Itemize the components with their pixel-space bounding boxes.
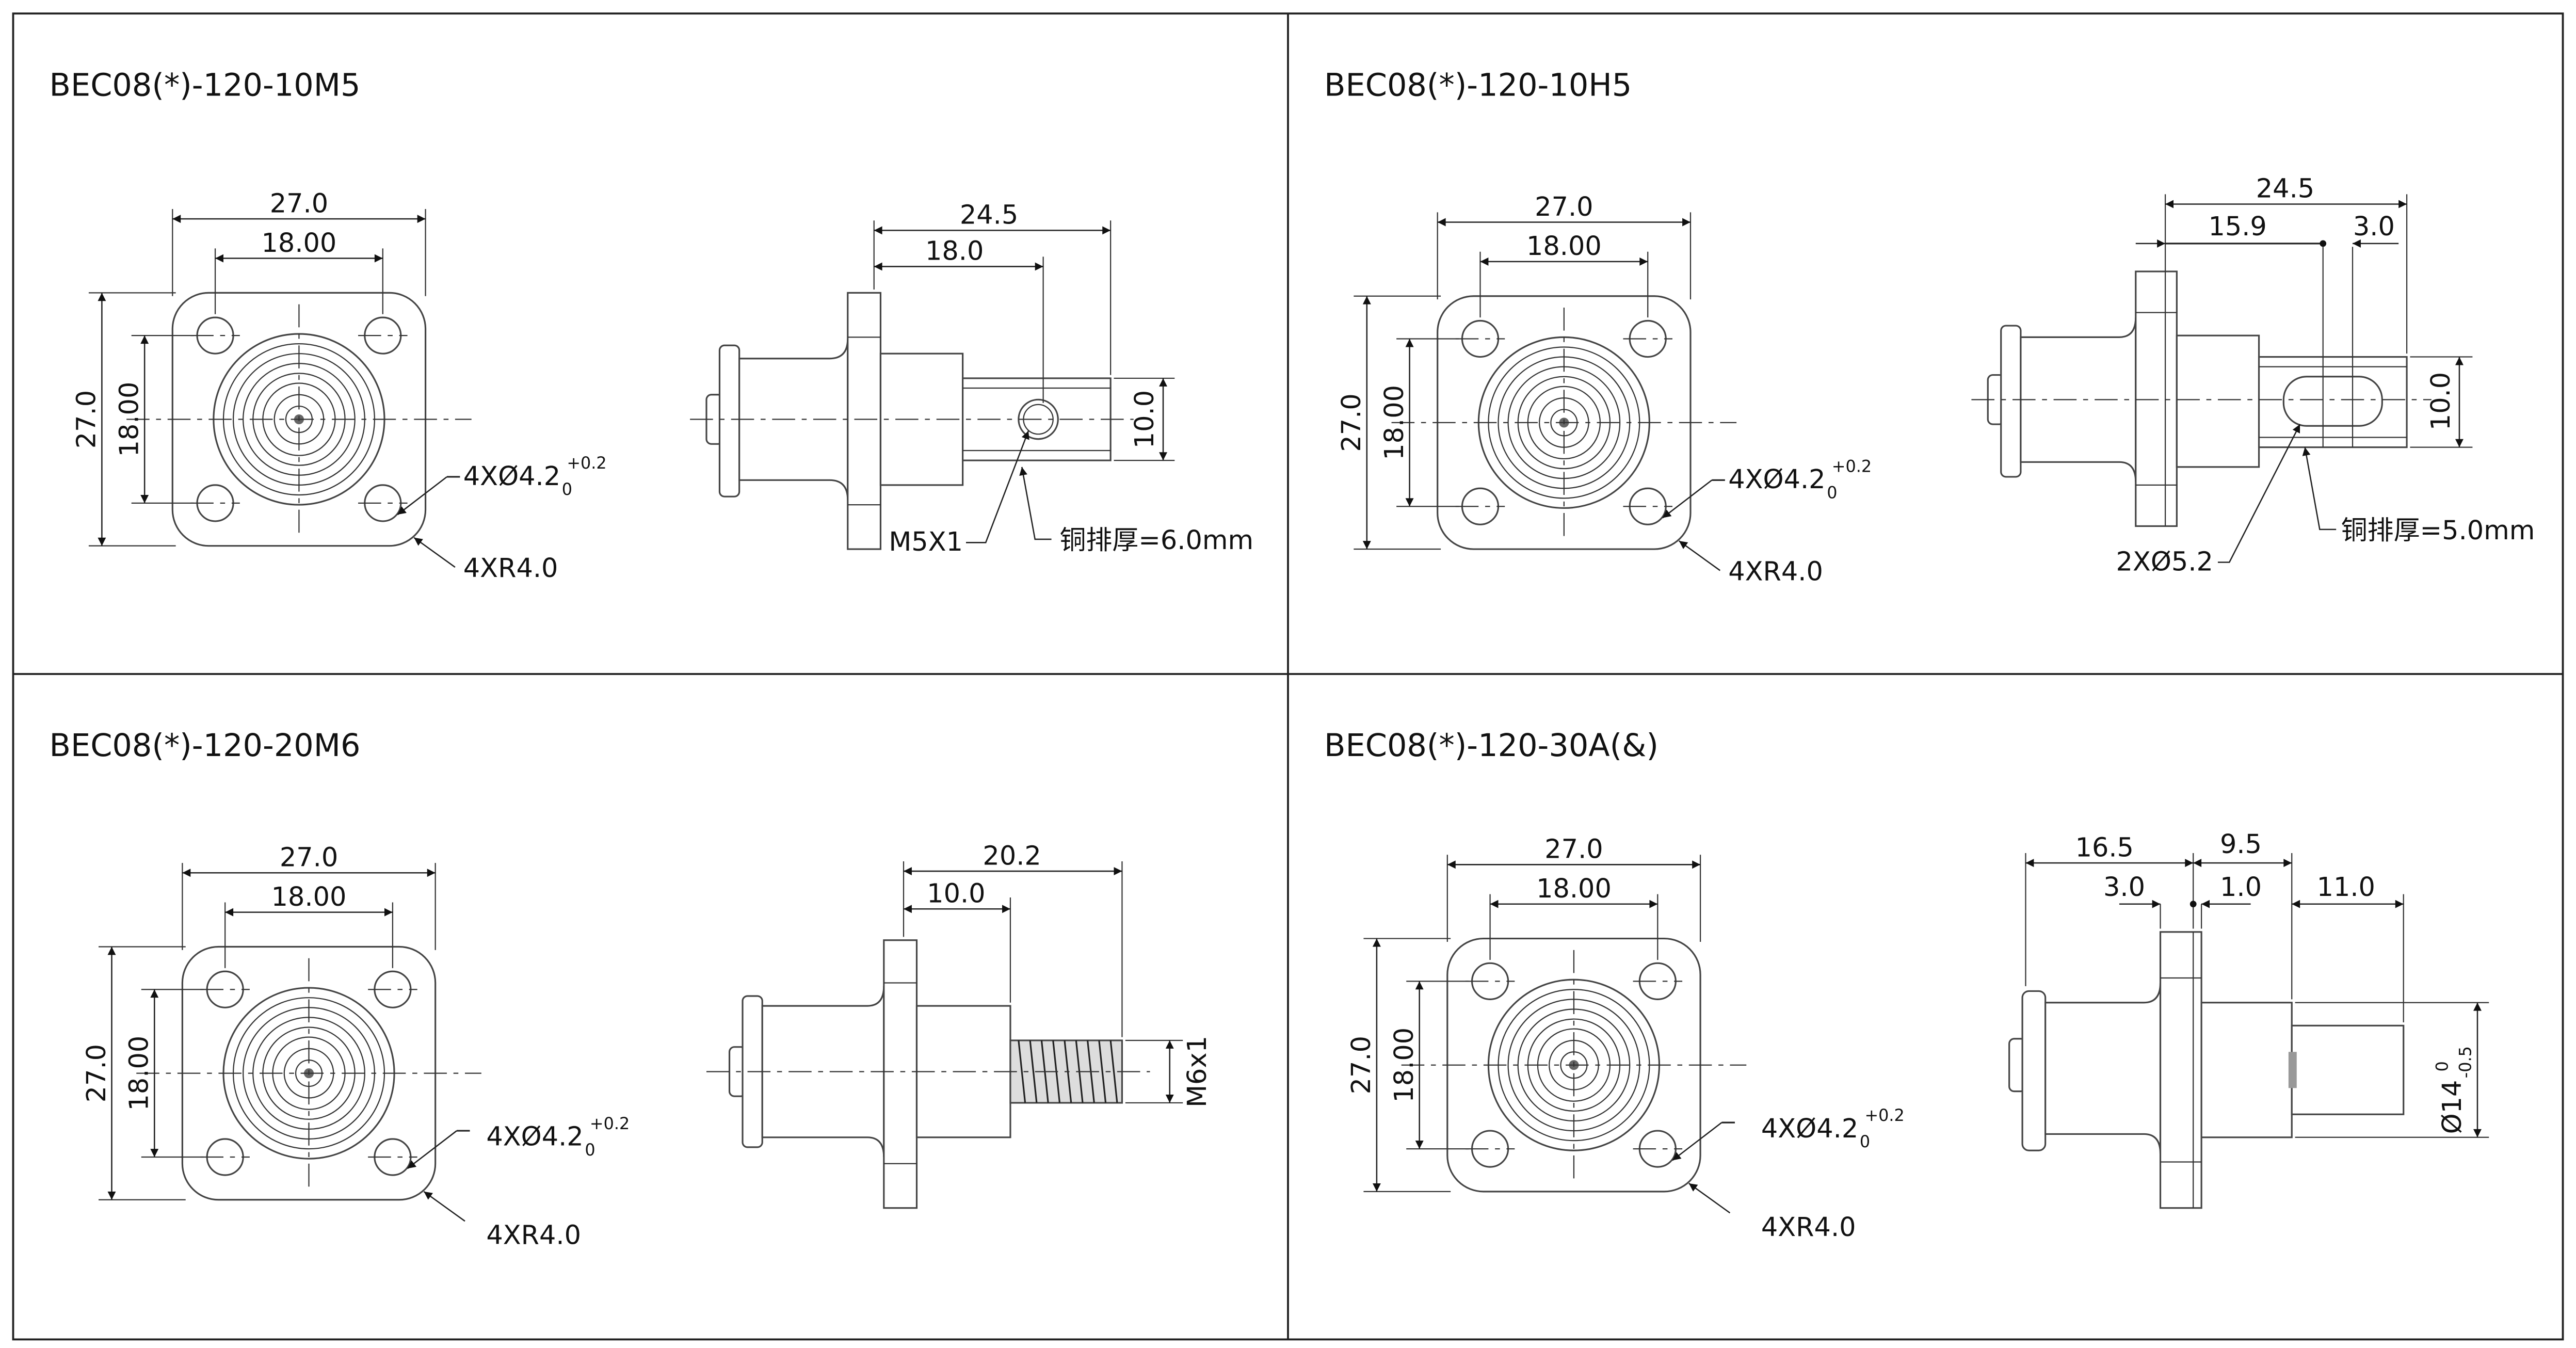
dim-slot-start: 15.9: [2208, 212, 2266, 242]
radius-label: 4XR4.0: [1761, 1212, 1856, 1243]
panel-title: BEC08(*)-120-30A(&): [1324, 728, 1659, 764]
dim-width: 27.0: [1535, 192, 1593, 222]
dim-hole-pitch: 18.00: [1536, 874, 1612, 904]
hole-label: 4XØ4.2: [1761, 1114, 1858, 1144]
dim-hole-pitch-v: 18.00: [1389, 1028, 1420, 1103]
front-view: 27.0 18.00 27.0 18.00 4XØ4.2 +0.2 0 4XR4…: [1337, 192, 1872, 587]
panel-20m6: BEC08(*)-120-20M6 27.0 18.00 27.0 18.00 …: [50, 728, 1213, 1251]
dim-height: 27.0: [82, 1044, 112, 1102]
dim-height: 27.0: [1337, 393, 1367, 452]
dim-rear-length: 16.5: [2075, 832, 2134, 863]
hole-tol-upper: +0.2: [1832, 456, 1872, 476]
dim-flange-thickness: 3.0: [2103, 872, 2145, 903]
dim-hole-pitch: 18.00: [1526, 231, 1602, 262]
front-view: 27.0 18.00 27.0 18.00 4XØ4.2 +0.2 0 4XR4…: [72, 188, 607, 584]
front-view: 27.0 18.00 27.0 18.00 4XØ4.2 +0.2 0 4XR4…: [1346, 835, 1905, 1243]
front-view: 27.0 18.00 27.0 18.00 4XØ4.2 +0.2 0 4XR4…: [82, 842, 630, 1250]
radius-label: 4XR4.0: [463, 553, 558, 584]
dim-width: 27.0: [280, 842, 338, 873]
dim-hole-pitch-v: 18.00: [114, 382, 144, 457]
dim-slot-length: 3.0: [2353, 212, 2395, 242]
hole-tol-upper: +0.2: [567, 453, 606, 473]
hole-tol-lower: 0: [585, 1140, 595, 1160]
busbar-label: 铜排厚=6.0mm: [1059, 525, 1253, 556]
dim-height: 27.0: [72, 390, 102, 448]
panel-title: BEC08(*)-120-10H5: [1324, 67, 1632, 103]
dim-overall-length: 24.5: [2256, 174, 2314, 204]
dim-front-body: 9.5: [2220, 829, 2262, 860]
dim-thread-length: 20.2: [983, 841, 1041, 871]
hole-label: 4XØ4.2: [486, 1122, 583, 1152]
panel-10m5: BEC08(*)-120-10M5 27.0 18.00 27.0 18.00 …: [50, 67, 1254, 584]
dim-body-length: 10.0: [927, 879, 985, 909]
dia-tol-upper: 0: [2433, 1061, 2452, 1071]
dim-hole-pitch: 18.00: [262, 228, 337, 259]
hole-label: 4XØ4.2: [463, 461, 560, 492]
busbar-label: 铜排厚=5.0mm: [2341, 516, 2535, 546]
hole-tol-lower: 0: [562, 479, 572, 499]
dim-width: 27.0: [1544, 835, 1603, 865]
radius-label: 4XR4.0: [1728, 557, 1823, 587]
panel-30a: BEC08(*)-120-30A(&) 27.0 18.00 27.0 18.0…: [1324, 728, 2489, 1243]
diameter-label: Ø14: [2437, 1080, 2468, 1134]
dim-hole-position: 18.0: [925, 236, 984, 267]
hole-tol-lower: 0: [1860, 1132, 1870, 1151]
hole-tol-lower: 0: [1827, 483, 1837, 502]
panel-title: BEC08(*)-120-20M6: [50, 728, 361, 764]
radius-label: 4XR4.0: [486, 1221, 581, 1251]
dim-overall-length: 24.5: [960, 200, 1018, 231]
thread-label: M5X1: [889, 527, 963, 557]
hole-tol-upper: +0.2: [1864, 1105, 1904, 1125]
dim-hole-pitch-v: 18.00: [1379, 385, 1410, 460]
side-view: 16.5 9.5 3.0 1.0 11.0 Ø14 0 -0.5: [2008, 829, 2489, 1209]
hole-label: 2XØ5.2: [2116, 547, 2213, 577]
hole-tol-upper: +0.2: [590, 1114, 630, 1133]
dim-hole-pitch: 18.00: [271, 882, 347, 912]
panel-10h5: BEC08(*)-120-10H5 27.0 18.00 27.0 18.00 …: [1324, 67, 2535, 587]
dim-bar-width: 10.0: [2426, 372, 2456, 430]
dim-bar-width: 10.0: [1130, 390, 1160, 448]
dim-width: 27.0: [270, 188, 328, 219]
dim-step: 1.0: [2220, 872, 2262, 903]
dim-height: 27.0: [1346, 1036, 1377, 1094]
side-view: 24.5 18.0 10.0 M5X1 铜排厚=6.0mm: [690, 200, 1253, 557]
side-view: 20.2 10.0 M6x1: [706, 841, 1213, 1209]
thread-label: M6x1: [1182, 1036, 1213, 1108]
side-view: 24.5 15.9 3.0 10.0 2XØ5.2 铜排厚=5.0mm: [1971, 174, 2535, 577]
dim-shaft-length: 11.0: [2317, 872, 2375, 903]
dia-tol-lower: -0.5: [2455, 1046, 2475, 1078]
panel-title: BEC08(*)-120-10M5: [50, 67, 361, 103]
dim-hole-pitch-v: 18.00: [124, 1036, 155, 1111]
hole-label: 4XØ4.2: [1728, 464, 1825, 495]
